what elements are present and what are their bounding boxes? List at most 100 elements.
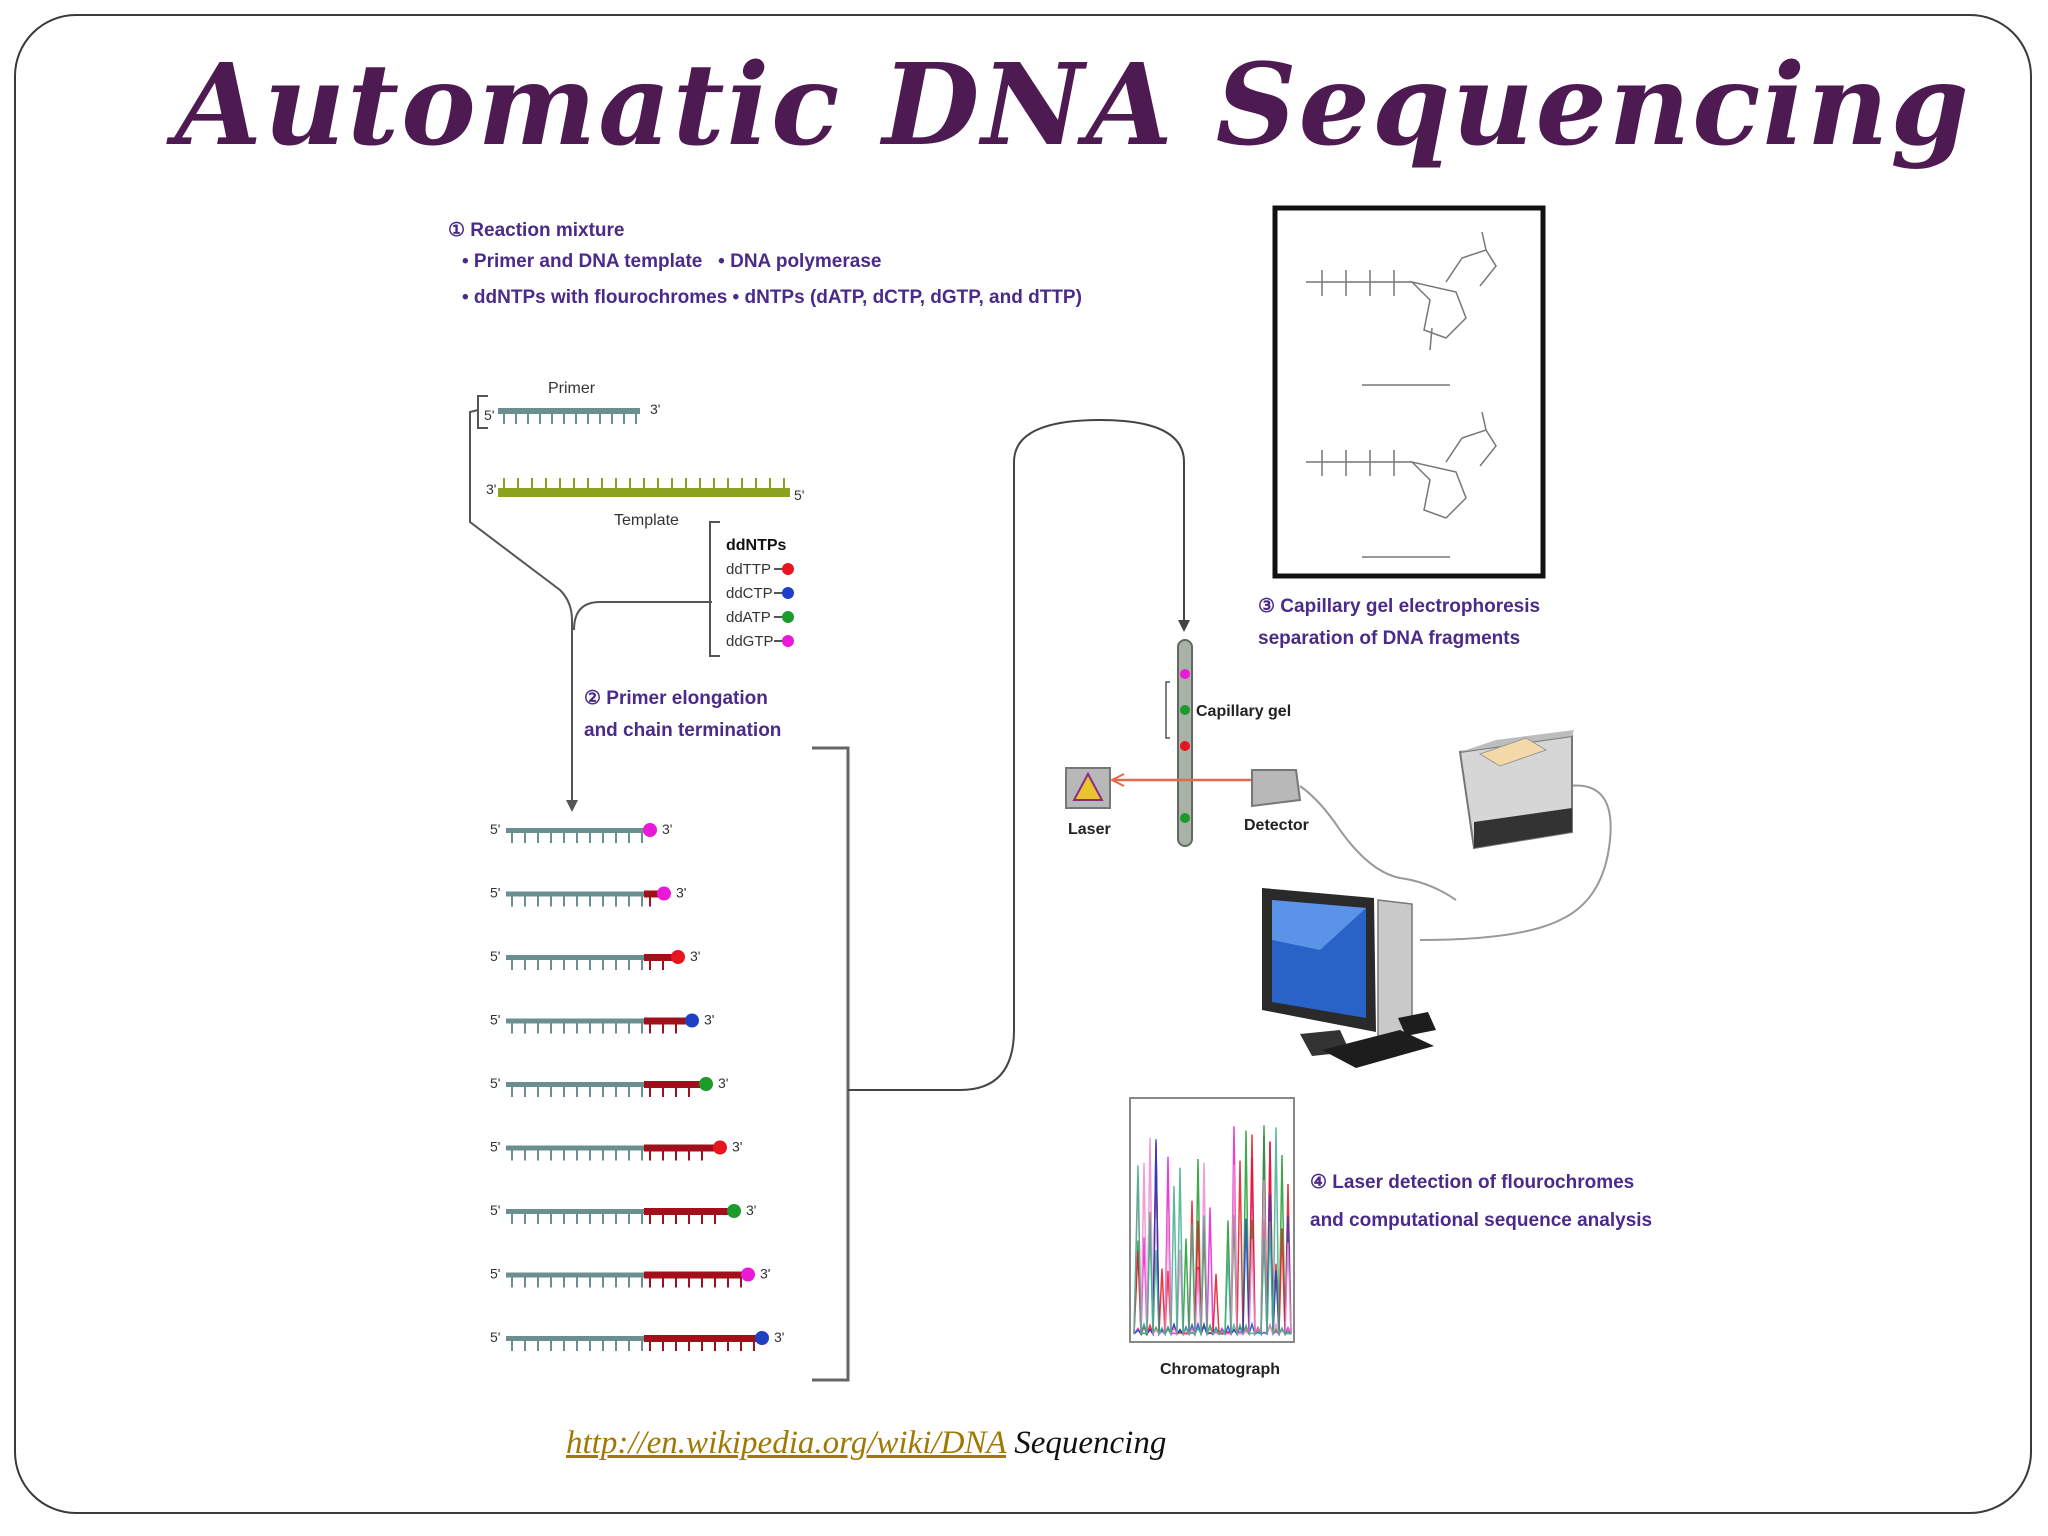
tube-arrowhead (1178, 620, 1190, 632)
laser-beam-arrow (1109, 773, 1125, 787)
fragment-terminator-dot (741, 1267, 755, 1282)
gel-band-magenta (1180, 669, 1190, 679)
fragment-extension (644, 954, 672, 961)
fragment-primer (506, 891, 644, 897)
source-link[interactable]: http://en.wikipedia.org/wiki/DNA (566, 1425, 1006, 1461)
ddntp-heading: ddNTPs (726, 537, 787, 554)
step3-line2: separation of DNA fragments (1258, 628, 1520, 649)
fragment-terminator-dot (643, 823, 657, 837)
primer-strand (498, 408, 640, 414)
template-label: Template (614, 512, 679, 529)
step1-line1: • Primer and DNA template • DNA polymera… (462, 251, 881, 272)
template-ticks (503, 478, 785, 488)
chromatogram-trace (1133, 1127, 1292, 1337)
fragment-5-label: 5' (490, 1329, 500, 1345)
ddntp-item-dot (782, 563, 794, 575)
fragment-primer (506, 1082, 644, 1087)
fragment-3-label: 3' (746, 1202, 756, 1218)
fragment-primer (506, 1018, 644, 1024)
fragment-extension (644, 1271, 742, 1279)
detector-device (1251, 769, 1302, 808)
ddntp-item-label: ddGTP (726, 633, 774, 650)
gel-band-green-2 (1180, 813, 1190, 823)
fragment-3-label: 3' (774, 1329, 784, 1345)
primer-3-label: 3' (650, 401, 660, 417)
fragment-3-label: 3' (690, 948, 700, 964)
fragment-primer (506, 1336, 644, 1341)
template-strand (498, 488, 790, 497)
flow-arrowhead (566, 800, 578, 812)
ddntp-flow-line (573, 601, 712, 631)
fragment-5-label: 5' (490, 1266, 500, 1282)
fragment-terminator-dot (657, 886, 671, 901)
fragment-3-label: 3' (718, 1075, 728, 1091)
fragments-bracket (812, 746, 850, 1382)
chromatograph-label: Chromatograph (1160, 1361, 1280, 1378)
ddntp-caption-line (1362, 556, 1450, 558)
fragment-5-label: 5' (490, 1139, 500, 1155)
printer-icon (1458, 730, 1574, 850)
gel-band-green (1180, 705, 1190, 715)
fragment-3-label: 3' (676, 885, 686, 901)
fragment-extension (644, 1208, 728, 1215)
fragment-extension (644, 1081, 700, 1088)
step3-line1: ③ Capillary gel electrophoresis (1258, 596, 1540, 617)
fragment-5-label: 5' (490, 1202, 500, 1218)
laser-warning-icon (1072, 771, 1104, 801)
fragment-primer (506, 828, 644, 833)
step4-line1: ④ Laser detection of flourochromes (1310, 1172, 1634, 1193)
fragment-terminator-dot (671, 950, 685, 964)
capillary-gel-label: Capillary gel (1196, 703, 1291, 720)
fragment-5-label: 5' (490, 821, 500, 837)
fragment-3-label: 3' (760, 1266, 770, 1282)
fragment-extension (644, 1144, 714, 1152)
fragment-extension (644, 1335, 756, 1342)
gel-band-red (1180, 741, 1190, 751)
nucleotide-structures-box (1272, 205, 1546, 579)
fragment-3-label: 3' (732, 1139, 742, 1155)
fragment-terminator-dot (727, 1204, 741, 1218)
ddntp-item-dot (782, 587, 794, 599)
primer-label: Primer (548, 380, 596, 397)
fragment-terminator-dot (713, 1140, 727, 1155)
fragment-5-label: 5' (490, 1012, 500, 1028)
fragment-3-label: 3' (704, 1012, 714, 1028)
capillary-tube-line (848, 418, 1185, 1091)
detector-cable (1299, 785, 1457, 901)
primer-bracket (477, 395, 488, 429)
dntp-caption-line (1362, 384, 1450, 386)
ddntp-item-dot (782, 635, 794, 647)
detector-label: Detector (1244, 817, 1309, 834)
source-caption: http://en.wikipedia.org/wiki/DNA Sequenc… (566, 1425, 1166, 1462)
ddntp-item-label: ddTTP (726, 561, 771, 578)
slide-frame (14, 14, 2032, 1514)
fragment-extension (644, 1017, 686, 1025)
step1-line2: • ddNTPs with flourochromes • dNTPs (dAT… (462, 287, 1082, 308)
computer-icon (1262, 888, 1436, 1068)
mixture-flow-line (469, 409, 573, 800)
ddntp-item-dot (782, 611, 794, 623)
fragment-ladder: 5'3'5'3'5'3'5'3'5'3'5'3'5'3'5'3'5'3' (490, 821, 784, 1351)
fragment-terminator-dot (685, 1013, 699, 1028)
fragment-terminator-dot (755, 1331, 769, 1345)
fragment-3-label: 3' (662, 821, 672, 837)
step2-line2: and chain termination (584, 720, 781, 741)
step2-line1: ② Primer elongation (584, 688, 768, 709)
fragment-primer (506, 1209, 644, 1214)
fragment-5-label: 5' (490, 885, 500, 901)
fragment-terminator-dot (699, 1077, 713, 1091)
source-caption-rest: Sequencing (1005, 1425, 1167, 1461)
laser-label: Laser (1068, 821, 1111, 838)
primer-5-label: 5' (484, 407, 494, 423)
fragment-extension (644, 890, 658, 898)
step1-heading: ① Reaction mixture (448, 220, 624, 241)
printer-cable (1419, 784, 1612, 941)
fragment-primer (506, 955, 644, 960)
slide-title: Automatic DNA Sequencing (175, 40, 1971, 171)
fragment-primer (506, 1145, 644, 1151)
chromatogram-traces (1133, 1125, 1292, 1337)
step4-line2: and computational sequence analysis (1310, 1210, 1652, 1231)
primer-ticks (503, 414, 637, 424)
